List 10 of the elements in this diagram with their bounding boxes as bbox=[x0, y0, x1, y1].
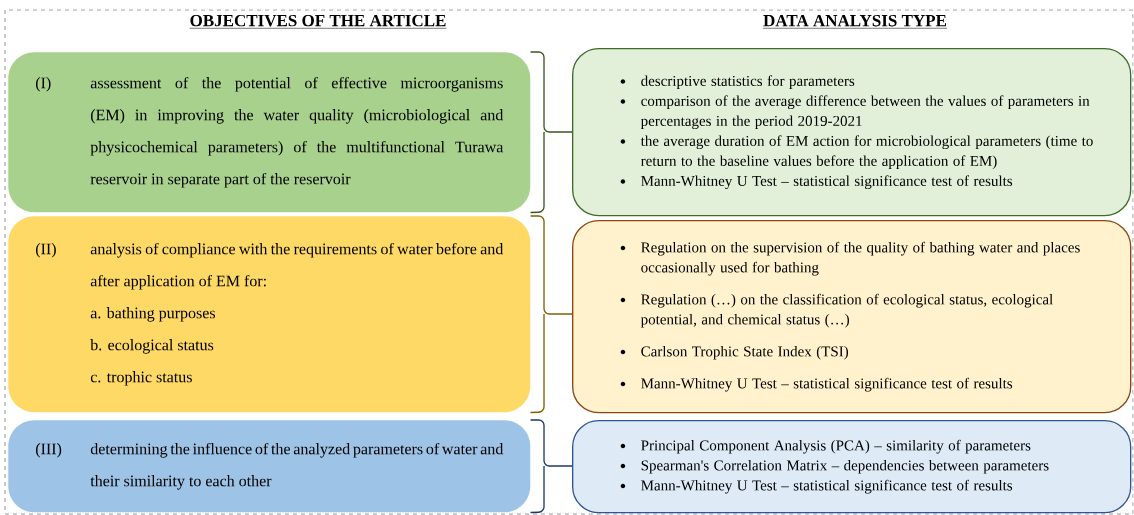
analysis-box: Regulation on the supervision of the quality of bathing water and places occasionally used for bathing Regulation (…) on the classification of ecological status, ecological potential, and chemical status (…) Carlson Trophic State Index (TSI) Mann-Whitney U Test – statistical significance test of results bbox=[572, 220, 1132, 414]
objective-box: (I) assessment of the potential of effective microorganisms (EM) in improving the water quality (microbiological and physicochemical parameters) of the multifunctional Turawa reservoir in separate part of the reservoir bbox=[8, 52, 531, 213]
objective-box: (III) determining the influence of the analyzed parameters of water and their similarity to each other bbox=[8, 420, 531, 513]
column-heading: OBJECTIVES OF THE ARTICLE bbox=[189, 14, 447, 29]
brace-connector bbox=[529, 51, 573, 214]
brace-connector bbox=[529, 215, 573, 414]
analysis-box: Principal Component Analysis (PCA) – similarity of parameters Spearman's Correlation Matrix – dependencies between parameters Mann-Whitney U Test – statistical significance test of results bbox=[572, 420, 1132, 514]
column-heading: DATA ANALYSIS TYPE bbox=[762, 14, 948, 29]
analysis-box: descriptive statistics for parameters comparison of the average difference between the values of parameters in percentages in the period 2019-2021 the average duration of EM action for microbiological parameters (time to return to the baseline values before the application of EM) Mann-Whitney U Test – statistical significance test of results bbox=[572, 48, 1132, 217]
objective-box: (II) analysis of compliance with the requirements of water before and after application of EM for: a. bathing purposes b. ecological status c. trophic status bbox=[8, 216, 531, 413]
